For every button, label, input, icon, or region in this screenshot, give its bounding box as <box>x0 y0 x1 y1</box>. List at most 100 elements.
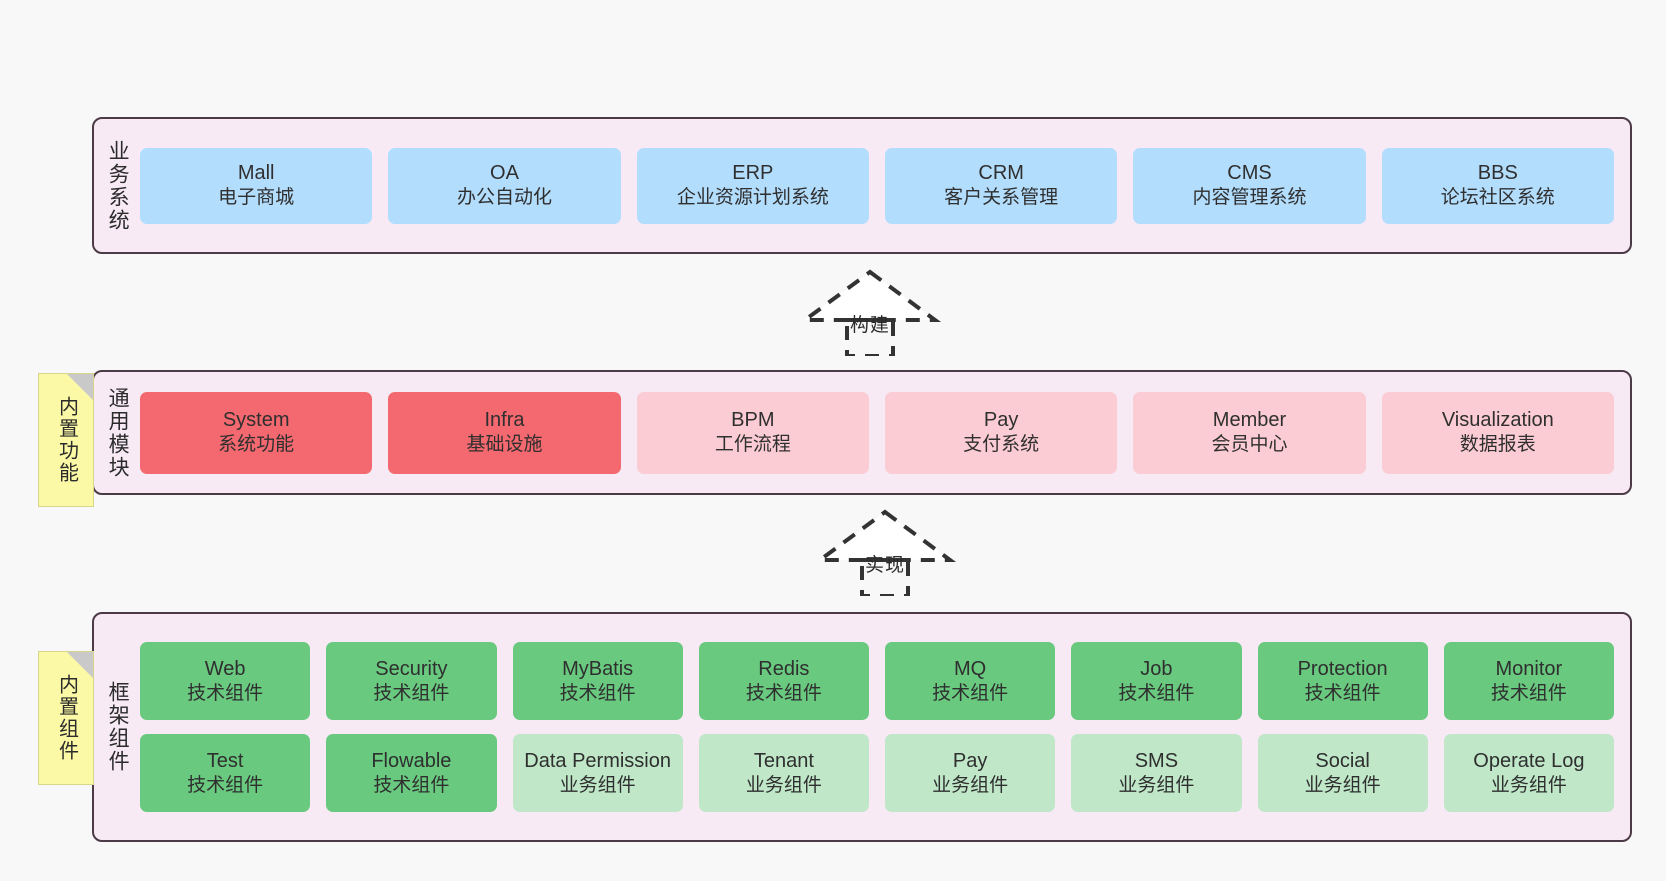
node-bbs[interactable]: BBS 论坛社区系统 <box>1381 147 1614 224</box>
node-flowable[interactable]: Flowable 技术组件 <box>326 734 497 812</box>
layer-framework-component: 框架组件 Web 技术组件 Security 技术组件 MyBatis 技术组件… <box>92 612 1632 842</box>
node-security[interactable]: Security 技术组件 <box>326 642 497 720</box>
node-label-cn: 业务组件 <box>1304 774 1381 796</box>
node-visualization[interactable]: Visualization 数据报表 <box>1381 391 1614 474</box>
node-label-en: Mall <box>237 162 275 185</box>
tab-builtin-components[interactable]: 内置组件 <box>38 651 94 785</box>
node-label-cn: 业务组件 <box>932 774 1009 796</box>
node-label-en: CMS <box>1227 162 1272 185</box>
layer-business-system: 业务系统 Mall 电子商城 OA 办公自动化 ERP 企业资源计划系统 CRM… <box>92 117 1632 254</box>
node-erp[interactable]: ERP 企业资源计划系统 <box>636 147 869 224</box>
node-label-cn: 业务组件 <box>1490 774 1567 796</box>
node-label-cn: 论坛社区系统 <box>1440 187 1555 209</box>
implement-arrow-icon <box>813 509 957 598</box>
node-label-en: MQ <box>954 657 987 680</box>
node-label-cn: 技术组件 <box>745 682 822 704</box>
node-label-en: Operate Log <box>1473 749 1585 772</box>
node-label-cn: 技术组件 <box>373 774 450 796</box>
node-label-en: Flowable <box>371 749 452 772</box>
node-cms[interactable]: CMS 内容管理系统 <box>1133 147 1366 224</box>
node-label-cn: 基础设施 <box>466 434 543 456</box>
node-data-permission[interactable]: Data Permission 业务组件 <box>512 734 683 812</box>
layer-cells-framework: Web 技术组件 Security 技术组件 MyBatis 技术组件 Redi… <box>140 614 1630 840</box>
tab-label: 内置组件 <box>55 674 78 762</box>
node-label-cn: 支付系统 <box>963 434 1040 456</box>
layer-cells-common: System 系统功能 Infra 基础设施 BPM 工作流程 Pay 支付系统… <box>140 372 1630 493</box>
node-label-cn: 数据报表 <box>1459 434 1536 456</box>
node-label-en: Data Permission <box>524 749 671 772</box>
node-mall[interactable]: Mall 电子商城 <box>140 147 373 224</box>
node-bpm[interactable]: BPM 工作流程 <box>636 391 869 474</box>
node-social[interactable]: Social 业务组件 <box>1257 734 1428 812</box>
node-label-cn: 技术组件 <box>373 682 450 704</box>
node-label-en: Pay <box>952 749 988 772</box>
node-system[interactable]: System 系统功能 <box>140 391 373 474</box>
node-label-cn: 系统功能 <box>218 434 295 456</box>
node-label-en: BBS <box>1477 162 1518 185</box>
node-label-cn: 业务组件 <box>1118 774 1195 796</box>
connector-label-build: 构建 <box>849 315 891 336</box>
layer-title-business: 业务系统 <box>106 139 130 232</box>
node-label-en: Protection <box>1297 657 1388 680</box>
node-label-cn: 技术组件 <box>1304 682 1381 704</box>
tab-builtin-features[interactable]: 内置功能 <box>38 373 94 507</box>
build-arrow-icon <box>798 269 942 358</box>
node-crm[interactable]: CRM 客户关系管理 <box>884 147 1118 224</box>
node-label-en: Visualization <box>1441 409 1554 432</box>
node-label-en: ERP <box>732 162 774 185</box>
node-redis[interactable]: Redis 技术组件 <box>698 642 869 720</box>
node-monitor[interactable]: Monitor 技术组件 <box>1443 642 1614 720</box>
node-oa[interactable]: OA 办公自动化 <box>388 147 621 224</box>
node-label-cn: 技术组件 <box>187 682 264 704</box>
node-label-en: Pay <box>983 409 1019 432</box>
node-tenant[interactable]: Tenant 业务组件 <box>698 734 869 812</box>
node-job[interactable]: Job 技术组件 <box>1071 642 1242 720</box>
node-label-en: Tenant <box>753 749 814 772</box>
node-label-cn: 内容管理系统 <box>1192 187 1307 209</box>
node-label-en: Infra <box>484 409 525 432</box>
tab-label: 内置功能 <box>55 396 78 484</box>
node-pay-component[interactable]: Pay 业务组件 <box>885 734 1056 812</box>
fold-corner-icon <box>67 374 93 400</box>
layer-cells-business: Mall 电子商城 OA 办公自动化 ERP 企业资源计划系统 CRM 客户关系… <box>140 119 1630 252</box>
node-label-en: Social <box>1315 749 1370 772</box>
node-label-en: BPM <box>731 409 775 432</box>
node-operate-log[interactable]: Operate Log 业务组件 <box>1443 734 1614 812</box>
node-label-cn: 技术组件 <box>1490 682 1567 704</box>
node-sms[interactable]: SMS 业务组件 <box>1071 734 1242 812</box>
node-pay-module[interactable]: Pay 支付系统 <box>884 391 1118 474</box>
node-label-cn: 电子商城 <box>218 187 295 209</box>
node-label-en: Redis <box>758 657 810 680</box>
connector-label-implement: 实现 <box>864 555 906 576</box>
node-label-en: SMS <box>1134 749 1179 772</box>
node-label-en: Member <box>1212 409 1287 432</box>
node-member[interactable]: Member 会员中心 <box>1133 391 1366 474</box>
node-label-cn: 客户关系管理 <box>944 187 1059 209</box>
node-label-en: System <box>222 409 290 432</box>
node-label-cn: 技术组件 <box>559 682 636 704</box>
framework-row-tech: Web 技术组件 Security 技术组件 MyBatis 技术组件 Redi… <box>140 642 1614 720</box>
node-label-cn: 企业资源计划系统 <box>676 187 829 209</box>
node-label-cn: 技术组件 <box>1118 682 1195 704</box>
node-label-en: MyBatis <box>562 657 634 680</box>
node-protection[interactable]: Protection 技术组件 <box>1257 642 1428 720</box>
layer-title-common: 通用模块 <box>106 386 130 479</box>
node-label-cn: 业务组件 <box>745 774 822 796</box>
node-web[interactable]: Web 技术组件 <box>140 642 311 720</box>
node-label-en: Monitor <box>1495 657 1563 680</box>
layer-common-module: 通用模块 System 系统功能 Infra 基础设施 BPM 工作流程 Pay… <box>92 370 1632 495</box>
node-mq[interactable]: MQ 技术组件 <box>885 642 1056 720</box>
framework-row-business: Test 技术组件 Flowable 技术组件 Data Permission … <box>140 734 1614 812</box>
node-label-en: Test <box>206 749 244 772</box>
node-test[interactable]: Test 技术组件 <box>140 734 311 812</box>
connector-implement: 实现 <box>810 508 960 598</box>
node-label-cn: 业务组件 <box>559 774 636 796</box>
node-label-en: OA <box>490 162 519 185</box>
node-label-en: Security <box>375 657 448 680</box>
node-mybatis[interactable]: MyBatis 技术组件 <box>512 642 683 720</box>
node-infra[interactable]: Infra 基础设施 <box>388 391 621 474</box>
node-label-cn: 会员中心 <box>1211 434 1288 456</box>
node-label-cn: 技术组件 <box>187 774 264 796</box>
node-label-en: CRM <box>978 162 1024 185</box>
